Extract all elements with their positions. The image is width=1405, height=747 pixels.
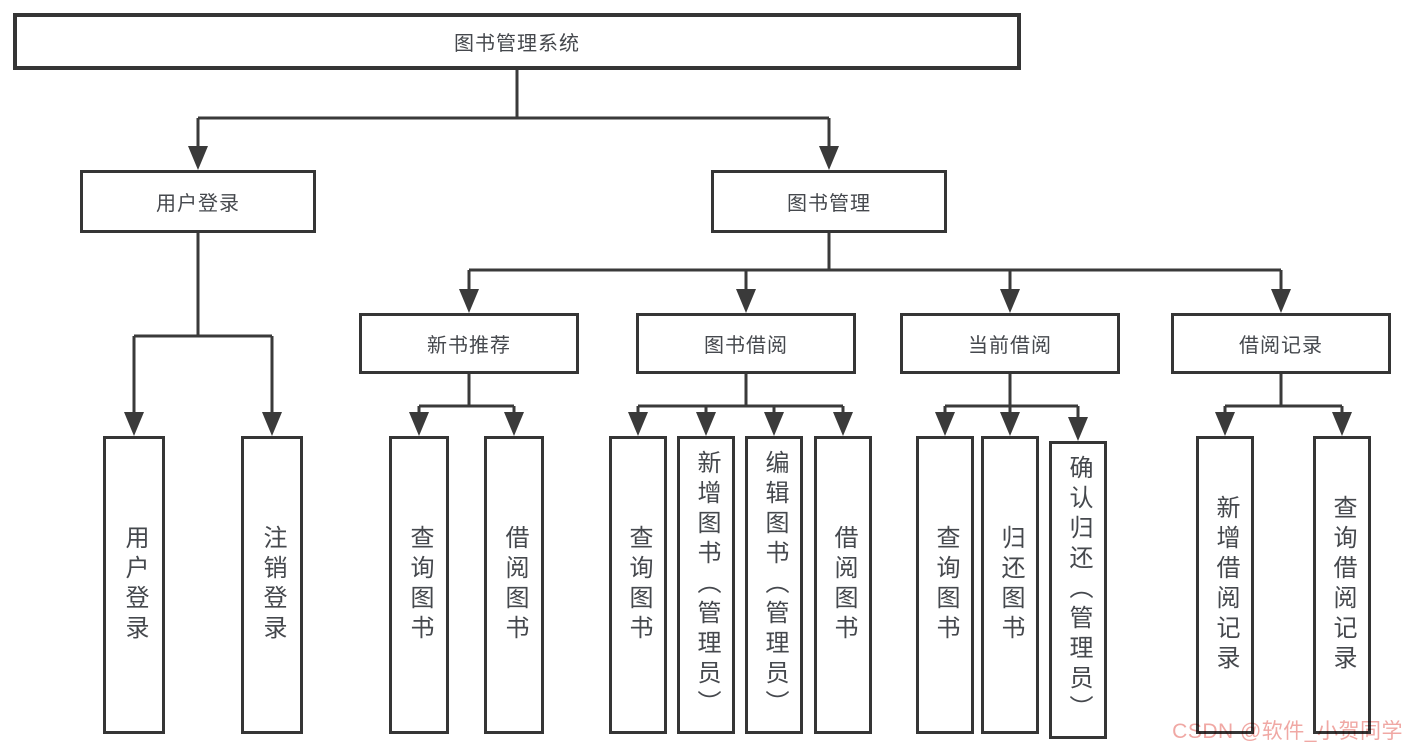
node-label: 当前借阅 [968,335,1052,357]
node-label: 归还图书 [997,525,1024,645]
arrowhead-icon [696,412,716,436]
leaf-user-login: 用户登录 [103,436,165,734]
arrowhead-icon [459,289,479,313]
node-label: 用户登录 [156,193,240,215]
node-current-borrowing: 当前借阅 [900,313,1120,374]
arrowhead-icon [736,289,756,313]
node-book-management-system: 图书管理系统 [13,13,1021,70]
node-label: 查询借阅记录 [1329,495,1356,675]
leaf-query-books-recommend: 查询图书 [389,436,449,734]
leaf-borrow-books-borrowing: 借阅图书 [814,436,872,734]
leaf-query-books-current: 查询图书 [916,436,974,734]
arrowhead-icon [1068,417,1088,441]
node-label: 确认归还（管理员） [1065,455,1092,725]
node-new-book-recommendation: 新书推荐 [359,313,579,374]
node-user-login-branch: 用户登录 [80,170,316,233]
watermark: CSDN @软件_小贺同学 [1172,720,1403,743]
leaf-confirm-return-admin: 确认归还（管理员） [1049,441,1107,739]
node-label: 新书推荐 [427,335,511,357]
node-borrowing-records: 借阅记录 [1171,313,1391,374]
arrowhead-icon [1000,412,1020,436]
node-label: 新增借阅记录 [1212,495,1239,675]
arrowhead-icon [504,412,524,436]
arrowhead-icon [1000,289,1020,313]
node-label: 查询图书 [932,525,959,645]
node-label: 借阅图书 [830,525,857,645]
leaf-query-borrow-record: 查询借阅记录 [1313,436,1371,734]
node-label: 查询图书 [625,525,652,645]
arrowhead-icon [819,146,839,170]
leaf-edit-books-admin: 编辑图书（管理员） [745,436,803,734]
leaf-add-borrow-record: 新增借阅记录 [1196,436,1254,734]
arrowhead-icon [628,412,648,436]
node-label: 编辑图书（管理员） [761,450,788,720]
node-label: 图书管理系统 [454,33,580,55]
arrowhead-icon [1332,412,1352,436]
leaf-add-books-admin: 新增图书（管理员） [677,436,735,734]
node-book-borrowing: 图书借阅 [636,313,856,374]
leaf-borrow-books-recommend: 借阅图书 [484,436,544,734]
arrowhead-icon [124,412,144,436]
arrowhead-icon [188,146,208,170]
node-label: 新增图书（管理员） [693,450,720,720]
tree-edges [132,70,1344,419]
arrowhead-icon [833,412,853,436]
node-label: 图书管理 [787,193,871,215]
arrowhead-icon [764,412,784,436]
node-label: 借阅记录 [1239,335,1323,357]
node-label: 查询图书 [406,525,433,645]
leaf-logout: 注销登录 [241,436,303,734]
leaf-return-books: 归还图书 [981,436,1039,734]
node-label: 借阅图书 [501,525,528,645]
node-label: 图书借阅 [704,335,788,357]
node-label: 注销登录 [259,525,286,645]
node-book-management-branch: 图书管理 [711,170,947,233]
leaf-query-books-borrowing: 查询图书 [609,436,667,734]
arrowhead-icon [409,412,429,436]
arrowhead-icon [262,412,282,436]
node-label: 用户登录 [121,525,148,645]
arrowhead-icon [935,412,955,436]
arrowhead-icon [1271,289,1291,313]
arrowhead-icon [1215,412,1235,436]
